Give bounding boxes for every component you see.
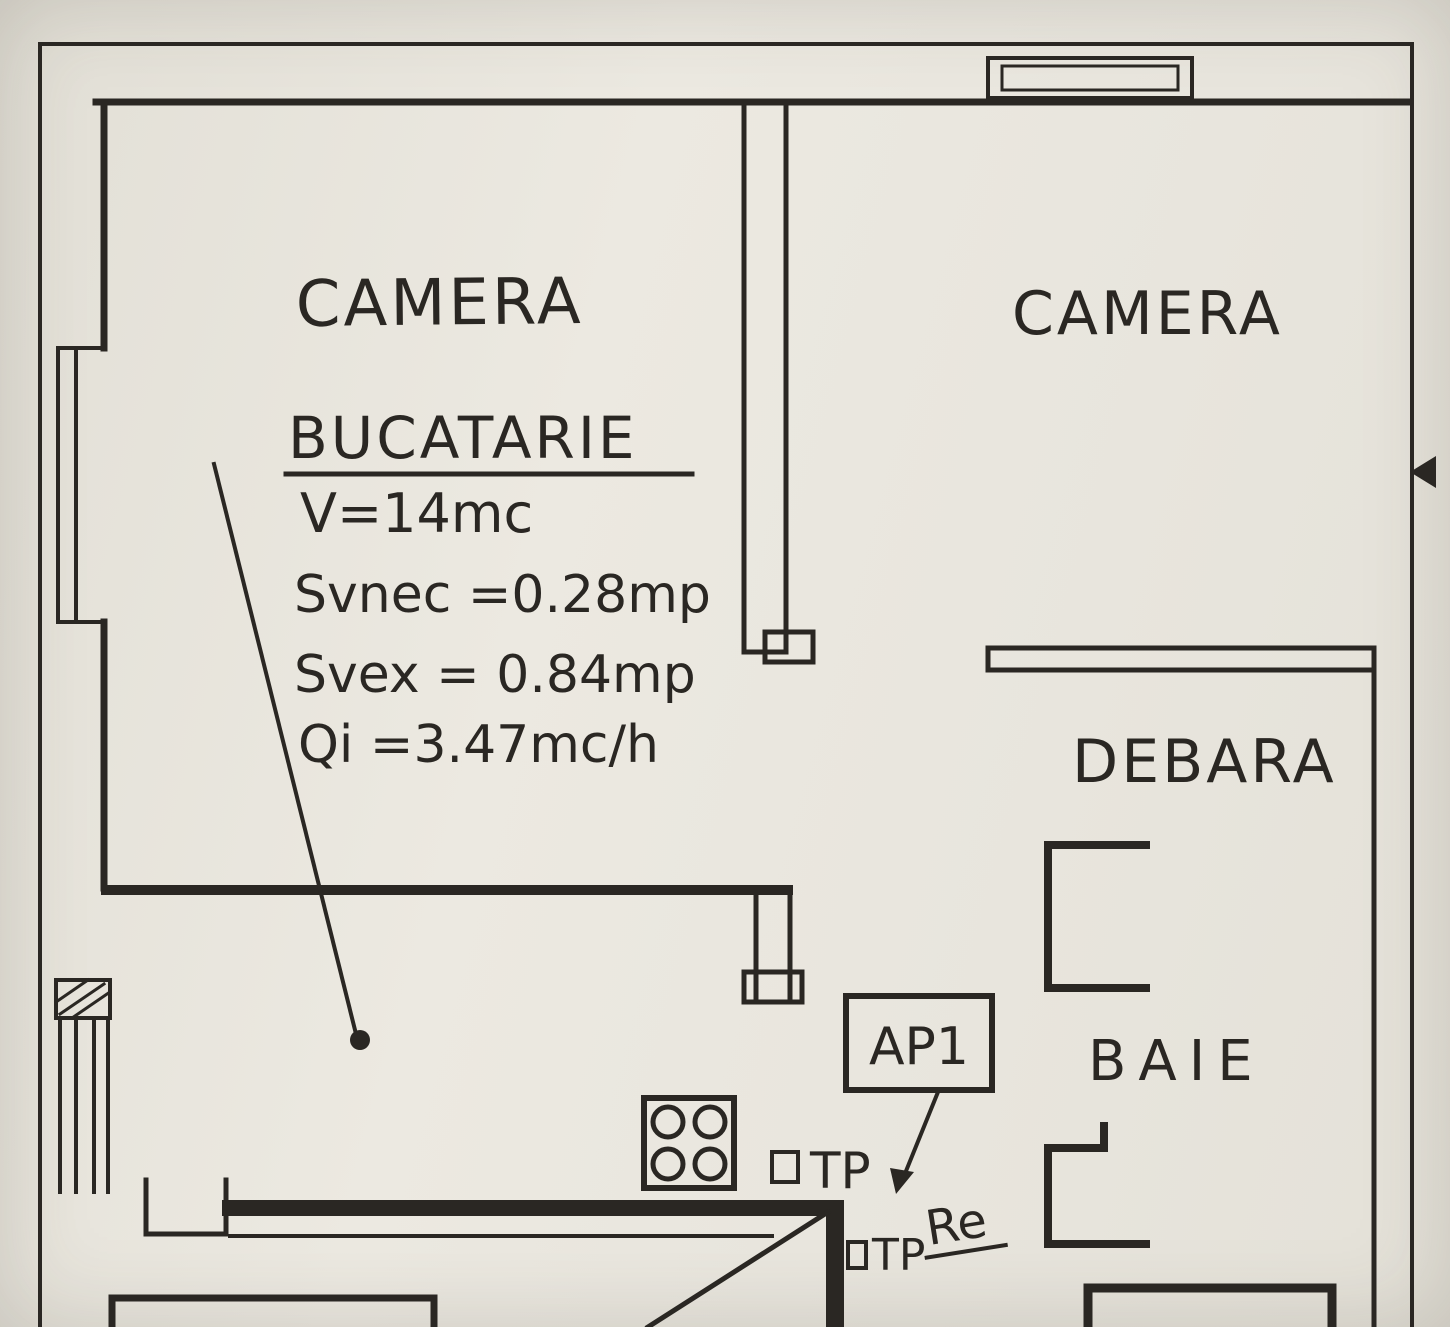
thick-bottom-wall xyxy=(222,1200,836,1216)
camera-right-bottom-wall xyxy=(985,645,1377,673)
annotation-qi: Qi =3.47mc/h xyxy=(298,715,659,775)
tp-lower-label: TP xyxy=(871,1230,925,1281)
ap1-box xyxy=(843,993,995,1093)
room-label-camera-left: CAMERA xyxy=(295,265,584,342)
room-label-debara: DEBARA xyxy=(1072,727,1337,797)
annotation-svnec: Svnec =0.28mp xyxy=(294,565,711,625)
left-wall-column xyxy=(58,1016,110,1194)
svg-text:BUCATARIE: BUCATARIE xyxy=(288,404,638,472)
re-label: Re xyxy=(922,1192,991,1257)
left-hatched-block xyxy=(53,977,113,1021)
door-frame xyxy=(143,1177,229,1237)
annotation-svex: Svex = 0.84mp xyxy=(294,645,696,705)
window-top-right xyxy=(986,56,1194,100)
annotation-volume: V=14mc xyxy=(300,482,533,545)
page-border xyxy=(38,42,1414,1327)
debara-wall xyxy=(1044,841,1150,992)
bottom-left-box xyxy=(108,1294,438,1327)
re-label-group: Re xyxy=(922,1192,1008,1260)
room-label-bucatarie: BUCATARIE xyxy=(283,404,695,477)
window-left xyxy=(56,346,106,624)
re-underline xyxy=(924,1242,1008,1260)
bottom-right-room-box xyxy=(1083,1283,1337,1327)
room-label-camera-right: CAMERA xyxy=(1012,279,1283,349)
baie-wall xyxy=(1044,1122,1150,1248)
tp-lower-symbol xyxy=(846,1240,868,1270)
section-arrow-icon xyxy=(1410,456,1436,488)
apartment-label: AP1 xyxy=(869,1017,969,1077)
lower-diagonal-leader xyxy=(644,1208,832,1327)
room-label-baie: BAIE xyxy=(1088,1029,1265,1094)
thick-vertical-wall xyxy=(826,1200,844,1327)
tp-upper-symbol xyxy=(770,1150,800,1184)
tp-lower-group: TP xyxy=(846,1230,925,1281)
stove-icon xyxy=(641,1095,737,1191)
middle-wall xyxy=(101,885,805,1005)
central-wall xyxy=(741,99,816,665)
ap1-leader-arrow xyxy=(890,1089,941,1194)
kitchen-leader-line xyxy=(211,461,370,1050)
outer-walls xyxy=(92,98,1414,1327)
tp-upper-label: TP xyxy=(809,1142,871,1200)
